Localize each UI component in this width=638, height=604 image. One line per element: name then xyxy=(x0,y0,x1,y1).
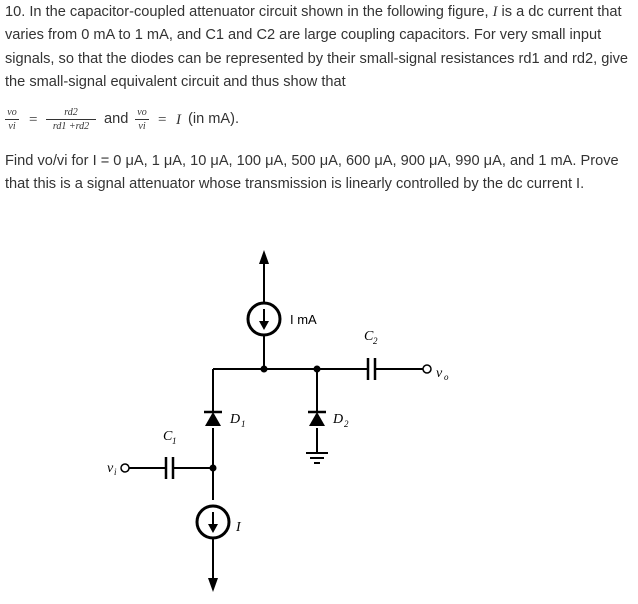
current-source-bottom xyxy=(195,504,231,540)
intro-post: is a dc current that varies from 0 mA to… xyxy=(5,4,629,90)
fraction-rd2: rd2 rd1 +rd2 xyxy=(46,107,96,132)
fraction-numerator: vo xyxy=(5,107,19,120)
output-terminal xyxy=(422,364,432,374)
current-var-I: I xyxy=(176,112,181,128)
unit-text: (in mA). xyxy=(188,111,240,127)
fraction-numerator: vo xyxy=(135,107,149,120)
equation: vo vi = rd2 rd1 +rd2 and vo vi = I (in m… xyxy=(5,104,635,138)
output-subscript: o xyxy=(444,372,449,382)
cap1-label: C xyxy=(163,429,173,444)
problem-question: Find vo/vi for I = 0 μA, 1 μA, 10 μA, 10… xyxy=(5,153,619,193)
current-source-top xyxy=(246,301,282,337)
and-text: and xyxy=(104,111,129,127)
diode2-label: D xyxy=(332,412,343,427)
diode1-icon xyxy=(205,412,221,426)
equals-sign: = xyxy=(29,112,38,128)
cap1-subscript: 1 xyxy=(172,436,177,446)
output-label: v xyxy=(436,366,443,381)
intro-pre: 10. In the capacitor-coupled attenuator … xyxy=(5,4,493,20)
diode1-label: D xyxy=(229,412,240,427)
fraction-numerator: rd2 xyxy=(46,107,96,120)
junction-dot xyxy=(313,365,321,373)
current-arrow-bottom-icon xyxy=(208,524,218,533)
cap2-label: C xyxy=(364,329,374,344)
problem-intro: 10. In the capacitor-coupled attenuator … xyxy=(5,1,635,94)
input-terminal xyxy=(120,463,130,473)
current-arrow-top-icon xyxy=(259,321,269,330)
junction-dot xyxy=(260,365,268,373)
fraction-vo-vi-2: vo vi xyxy=(135,107,149,132)
diode2-icon xyxy=(309,412,325,426)
equals-sign-2: = xyxy=(158,112,167,128)
diode1-subscript: 1 xyxy=(241,419,246,429)
arrow-up-icon xyxy=(259,250,269,264)
arrow-down-icon xyxy=(208,578,218,592)
fraction-denominator: vi xyxy=(8,121,16,132)
source-top-label: I mA xyxy=(290,312,317,327)
diode2-subscript: 2 xyxy=(344,419,349,429)
fraction-vo-vi: vo vi xyxy=(5,107,19,132)
fraction-denominator: vi xyxy=(138,121,146,132)
input-subscript: i xyxy=(114,467,117,477)
intro-var-I: I xyxy=(492,4,498,20)
junction-dot xyxy=(209,464,217,472)
fraction-denominator: rd1 +rd2 xyxy=(52,121,90,132)
cap2-subscript: 2 xyxy=(373,336,378,346)
input-label: v xyxy=(107,461,114,476)
source-bottom-label: I xyxy=(235,520,242,535)
